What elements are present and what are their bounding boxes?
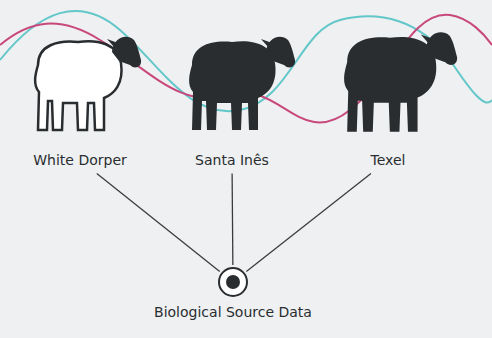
white-dorper-sheep <box>35 37 141 130</box>
connector-line <box>246 173 371 271</box>
breed-name: Santa Inês <box>192 150 272 171</box>
breed-label: Santa Inês <box>192 150 272 171</box>
connector-line <box>232 173 234 265</box>
node-heading: Biological Source Data <box>154 304 312 321</box>
breed-name: White Dorper <box>30 150 130 171</box>
texel-sheep <box>344 32 457 131</box>
connector-line <box>97 173 220 271</box>
breed-label: Texel <box>368 150 409 171</box>
breed-name: Texel <box>368 150 409 171</box>
breed-label: White Dorper <box>30 150 130 171</box>
target-circle <box>217 266 249 298</box>
santa-ines-sheep <box>189 37 295 130</box>
data-source-hub: Biological Source Data <box>217 266 249 298</box>
